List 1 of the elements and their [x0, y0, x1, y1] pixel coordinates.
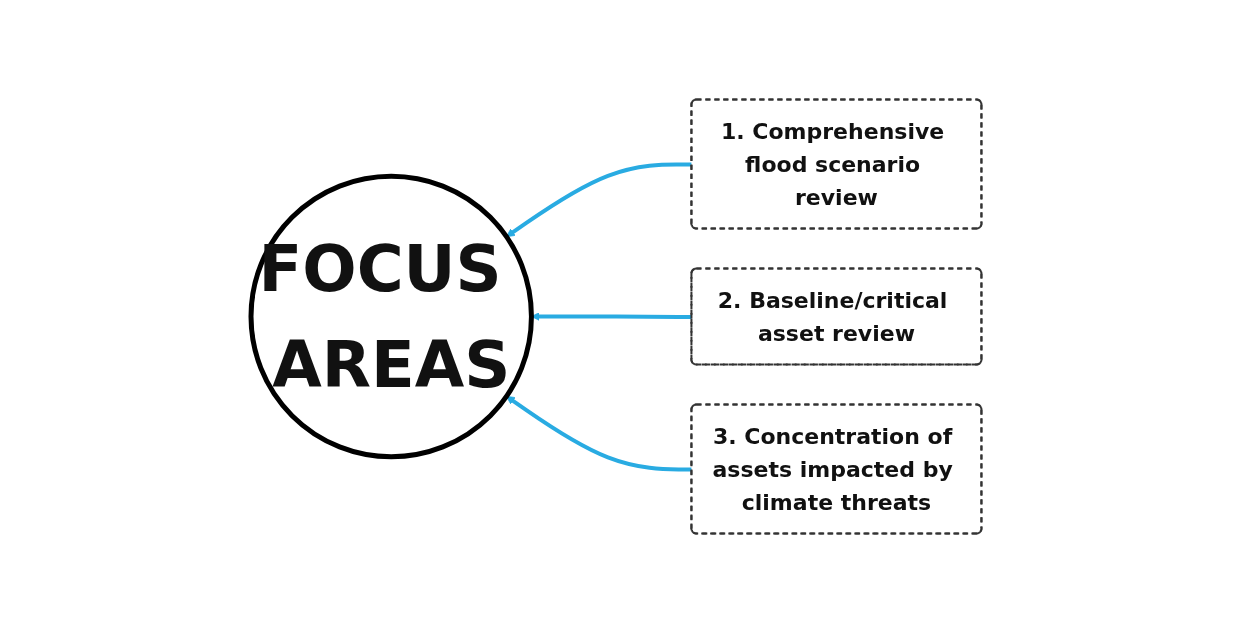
node-circle: FOCUS AREAS	[248, 173, 535, 460]
